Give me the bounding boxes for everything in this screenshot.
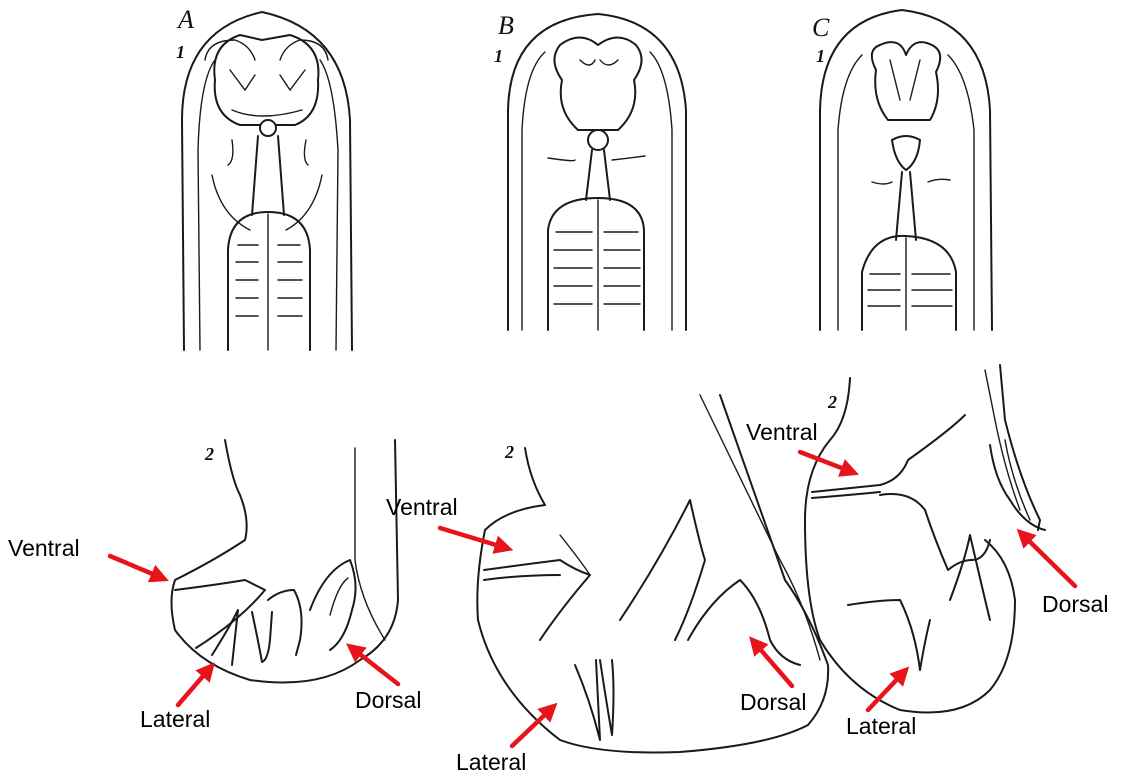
lower-middle-number: 2 — [504, 442, 514, 462]
lower-left-drawing: 2 — [172, 440, 399, 683]
panel-b-letter: B — [498, 11, 514, 40]
panel-c-drawing: C 1 — [812, 10, 992, 330]
left-dorsal-label: Dorsal — [355, 687, 421, 713]
panel-a-drawing: A 1 — [176, 5, 352, 350]
panel-b-drawing: B 1 — [494, 11, 686, 330]
middle-ventral-label: Ventral — [386, 494, 458, 520]
lower-right-number: 2 — [827, 392, 837, 412]
left-lateral-arrow — [178, 668, 210, 705]
middle-lateral-label: Lateral — [456, 749, 526, 775]
middle-dorsal-arrow — [754, 642, 792, 686]
middle-lateral-arrow — [512, 708, 552, 746]
panel-a-letter: A — [176, 5, 194, 34]
right-ventral-label: Ventral — [746, 419, 818, 445]
middle-ventral-arrow — [440, 528, 506, 548]
right-ventral-arrow — [800, 452, 852, 472]
panel-a-number: 1 — [176, 42, 185, 62]
right-dorsal-arrow — [1022, 534, 1075, 586]
lower-left-number: 2 — [204, 444, 214, 464]
left-dorsal-arrow — [352, 648, 398, 684]
middle-dorsal-label: Dorsal — [740, 689, 806, 715]
panel-b-number: 1 — [494, 46, 503, 66]
left-ventral-label: Ventral — [8, 535, 80, 561]
right-dorsal-label: Dorsal — [1042, 591, 1108, 617]
panel-c-number: 1 — [816, 46, 825, 66]
left-ventral-arrow — [110, 556, 162, 578]
right-lateral-label: Lateral — [846, 713, 916, 739]
left-lateral-label: Lateral — [140, 706, 210, 732]
panel-c-letter: C — [812, 13, 830, 42]
annotation-labels: Ventral Lateral Dorsal Ventral Lateral D… — [8, 419, 1108, 775]
lower-right-drawing: 2 — [805, 365, 1045, 713]
